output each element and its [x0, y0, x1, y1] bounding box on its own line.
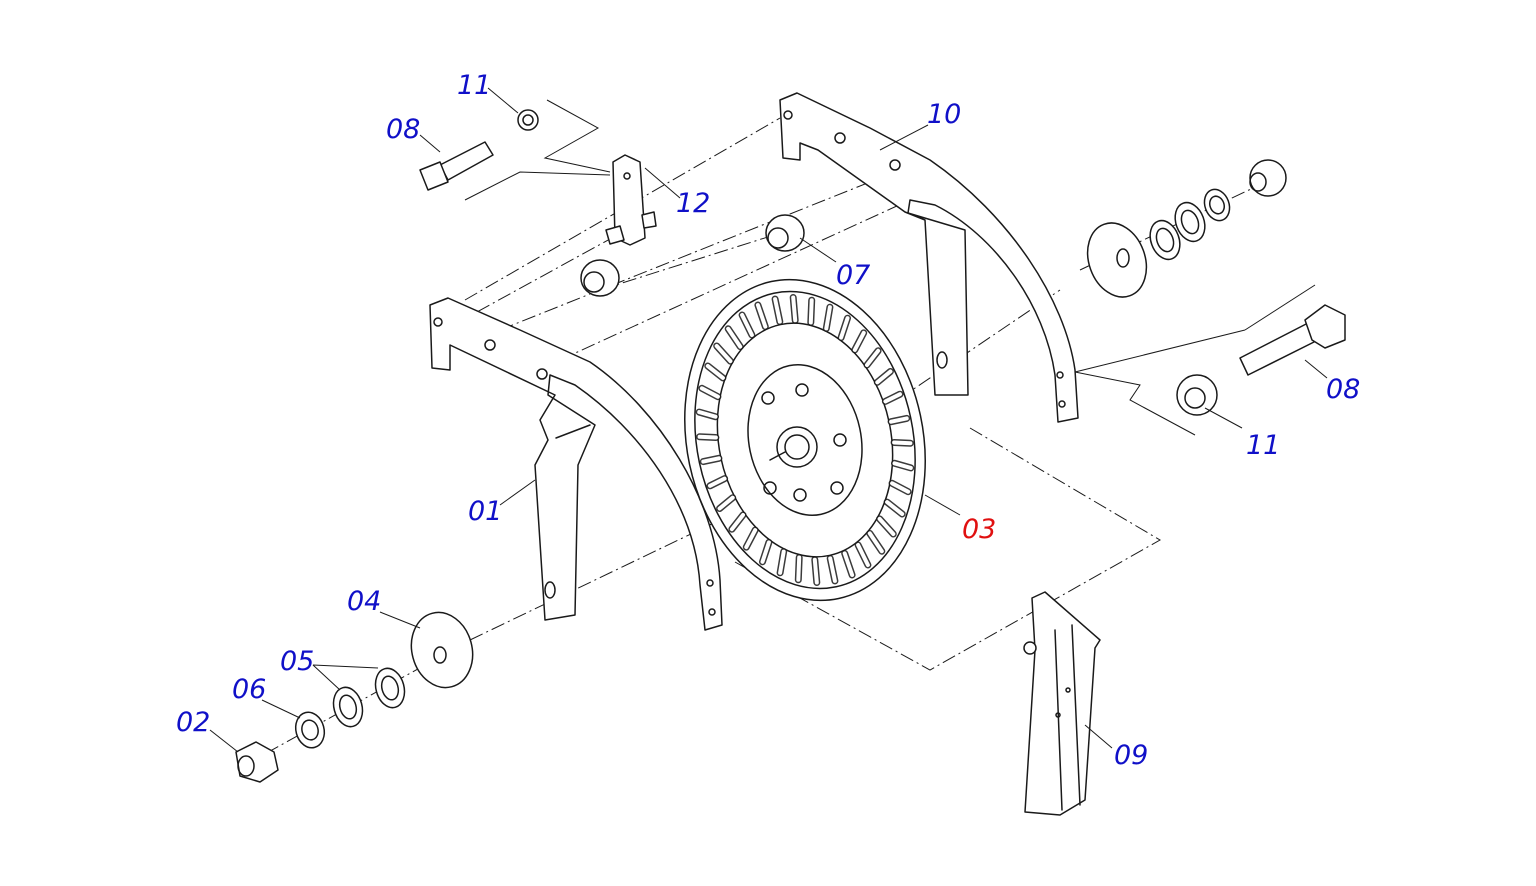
- wheel-slot-inner: [824, 305, 832, 331]
- callout-08-right: 08: [1326, 374, 1360, 405]
- wheel-slot-inner: [892, 440, 913, 446]
- callout-06: 06: [232, 674, 266, 705]
- wheel-slot-inner: [778, 549, 786, 575]
- wheel-slot-inner: [760, 540, 771, 564]
- wheel-slot-inner: [729, 513, 745, 532]
- wheel-slot-inner: [890, 481, 911, 494]
- wheel-slot-inner: [744, 528, 758, 550]
- callout-10: 10: [927, 99, 961, 130]
- front-hardware-stack: [235, 611, 474, 783]
- part-10-right-bracket: [779, 92, 1079, 423]
- wheel-slot-inner: [812, 557, 819, 585]
- right-hardware-stack: [1086, 159, 1287, 298]
- wheel-slot-inner: [701, 456, 721, 464]
- wheel-slot-inner: [697, 434, 718, 440]
- part-12-bracket-plate: [605, 154, 657, 246]
- wheel-slot-inner: [726, 326, 743, 349]
- callout-04: 04: [347, 586, 381, 617]
- wheel-slot-inner: [808, 298, 814, 325]
- wheel-slots: [695, 294, 915, 586]
- callout-03: 03: [962, 514, 996, 545]
- wheel-slot-inner: [714, 344, 733, 364]
- wheel-slot-inner: [796, 555, 802, 582]
- wheel-slot-inner: [865, 348, 881, 367]
- leader-lines: [209, 87, 1328, 753]
- wheel-slot-inner: [889, 416, 909, 424]
- callout-05: 05: [280, 646, 314, 677]
- wheel-slot-inner: [892, 461, 913, 470]
- callout-01: 01: [468, 496, 502, 527]
- wheel-slot-inner: [875, 369, 893, 385]
- top-left-bolt-and-nut: [419, 109, 539, 191]
- wheel-slot-inner: [705, 364, 725, 380]
- wheel-slot-inner: [856, 543, 870, 567]
- callout-07: 07: [836, 260, 870, 291]
- wheel-slot-inner: [885, 500, 905, 516]
- wheel-slot-inner: [699, 386, 720, 399]
- wheel-slot-inner: [740, 313, 754, 337]
- callout-08-top: 08: [386, 114, 420, 145]
- part-09-scraper-blade: [1023, 591, 1101, 816]
- part-01-left-bracket: [429, 297, 723, 631]
- wheel-slot-inner: [708, 476, 727, 488]
- callout-11-top: 11: [457, 70, 491, 101]
- part-03-star-wheel: [684, 278, 926, 602]
- part-07-bushings: [580, 214, 805, 297]
- callout-09: 09: [1114, 740, 1148, 771]
- wheel-slot-inner: [773, 297, 782, 324]
- wheel-slot-inner: [883, 392, 902, 404]
- callout-02: 02: [176, 707, 210, 738]
- wheel-slot-inner: [877, 516, 896, 536]
- callout-12: 12: [676, 188, 710, 219]
- wheel-slot-inner: [697, 410, 718, 419]
- wheel-slot-inner: [791, 295, 798, 323]
- wheel-slot-inner: [755, 303, 768, 329]
- right-bolt-and-nut: [1176, 304, 1346, 416]
- wheel-slot-inner: [717, 495, 735, 511]
- wheel-slot-inner: [867, 531, 884, 554]
- wheel-slot-inner: [852, 330, 866, 352]
- wheel-slot-inner: [828, 556, 837, 583]
- callout-11-right: 11: [1246, 430, 1280, 461]
- wheel-slot-inner: [842, 551, 855, 577]
- wheel-slot-inner: [839, 316, 850, 340]
- callouts: 11 08 12 10 07 08 11 01 03 04 05 06 02 0…: [176, 70, 1360, 771]
